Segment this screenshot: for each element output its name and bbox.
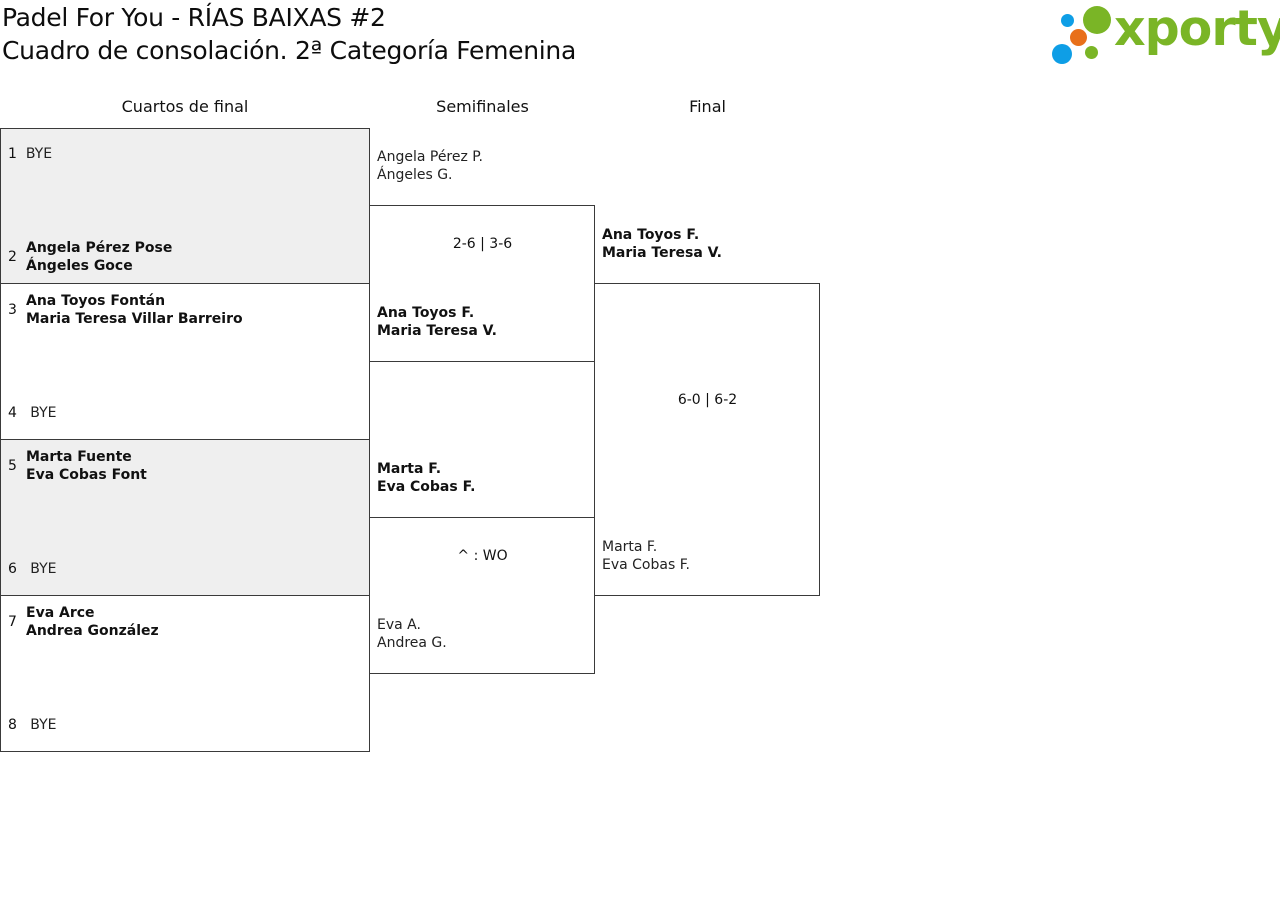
final-slot-2: Marta F. Eva Cobas F.: [602, 538, 690, 574]
seed-number: 3: [8, 302, 17, 318]
player-1: Eva A.: [377, 617, 421, 633]
seed-number: 8: [8, 717, 17, 733]
player-2: Maria Teresa V.: [377, 323, 497, 339]
seed-number: 1: [8, 146, 17, 162]
player-1: Ana Toyos Fontán: [26, 293, 166, 309]
page-title: Padel For You - RÍAS BAIXAS #2: [2, 3, 386, 32]
logo-wordmark: xporty: [1114, 0, 1280, 57]
sf-slot-2: Ana Toyos F. Maria Teresa V.: [377, 304, 497, 340]
qf-slot-6: 6 BYE: [8, 560, 57, 578]
logo-dot-blue-large: [1052, 44, 1072, 64]
player-2: Andrea G.: [377, 635, 447, 651]
sf-slot-4: Eva A. Andrea G.: [377, 616, 447, 652]
player-2: Eva Cobas F.: [602, 557, 690, 573]
player-1: Angela Pérez P.: [377, 149, 483, 165]
sf-score-2: ^ : WO: [457, 548, 508, 564]
player-names: Ana Toyos Fontán Maria Teresa Villar Bar…: [26, 292, 243, 328]
player-bye: BYE: [30, 405, 57, 421]
player-1: Eva Arce: [26, 605, 95, 621]
qf-slot-5: 5 Marta Fuente Eva Cobas Font: [8, 448, 308, 484]
round-header-semifinals: Semifinales: [436, 97, 529, 116]
logo-dot-green-small: [1085, 46, 1098, 59]
seed-number: 6: [8, 561, 17, 577]
logo-dot-orange: [1070, 29, 1087, 46]
player-2: Ángeles G.: [377, 167, 453, 183]
qf-slot-3: 3 Ana Toyos Fontán Maria Teresa Villar B…: [8, 292, 308, 328]
logo-dot-blue-small: [1061, 14, 1074, 27]
seed-number: 2: [8, 249, 17, 265]
qf-match-3: [0, 439, 370, 596]
logo-dot-green-large: [1083, 6, 1111, 34]
page-subtitle: Cuadro de consolación. 2ª Categoría Feme…: [2, 36, 576, 65]
player-names: Marta Fuente Eva Cobas Font: [26, 448, 147, 484]
round-header-quarterfinals: Cuartos de final: [121, 97, 249, 116]
player-2: Eva Cobas F.: [377, 479, 476, 495]
seed-number: 7: [8, 614, 17, 630]
sf-slot-1: Angela Pérez P. Ángeles G.: [377, 148, 483, 184]
player-2: Eva Cobas Font: [26, 467, 147, 483]
qf-slot-7: 7 Eva Arce Andrea González: [8, 604, 308, 640]
final-slot-1: Ana Toyos F. Maria Teresa V.: [602, 226, 722, 262]
player-1: Marta F.: [377, 461, 442, 477]
player-2: Andrea González: [26, 623, 159, 639]
player-names: Eva Arce Andrea González: [26, 604, 159, 640]
qf-match-1: [0, 128, 370, 284]
final-score: 6-0 | 6-2: [677, 392, 738, 408]
player-2: Ángeles Goce: [26, 258, 133, 274]
player-1: Angela Pérez Pose: [26, 240, 173, 256]
player-1: Ana Toyos F.: [377, 305, 475, 321]
final-match: [594, 283, 820, 596]
player-bye: BYE: [30, 717, 57, 733]
qf-slot-1: 1 BYE: [8, 145, 52, 163]
player-bye: BYE: [30, 561, 57, 577]
player-names: Angela Pérez Pose Ángeles Goce: [26, 239, 172, 275]
qf-slot-8: 8 BYE: [8, 716, 57, 734]
xporty-logo[interactable]: xporty: [1050, 0, 1280, 66]
sf-score-1: 2-6 | 3-6: [452, 236, 513, 252]
player-1: Marta Fuente: [26, 449, 132, 465]
round-header-final: Final: [689, 97, 726, 116]
player-1: Ana Toyos F.: [602, 227, 700, 243]
qf-slot-4: 4 BYE: [8, 404, 57, 422]
sf-slot-3: Marta F. Eva Cobas F.: [377, 460, 475, 496]
seed-number: 5: [8, 458, 17, 474]
player-1: Marta F.: [602, 539, 658, 555]
player-2: Maria Teresa Villar Barreiro: [26, 311, 243, 327]
player-2: Maria Teresa V.: [602, 245, 722, 261]
seed-number: 4: [8, 405, 17, 421]
player-bye: BYE: [25, 146, 53, 162]
qf-slot-2: 2 Angela Pérez Pose Ángeles Goce: [8, 239, 308, 275]
